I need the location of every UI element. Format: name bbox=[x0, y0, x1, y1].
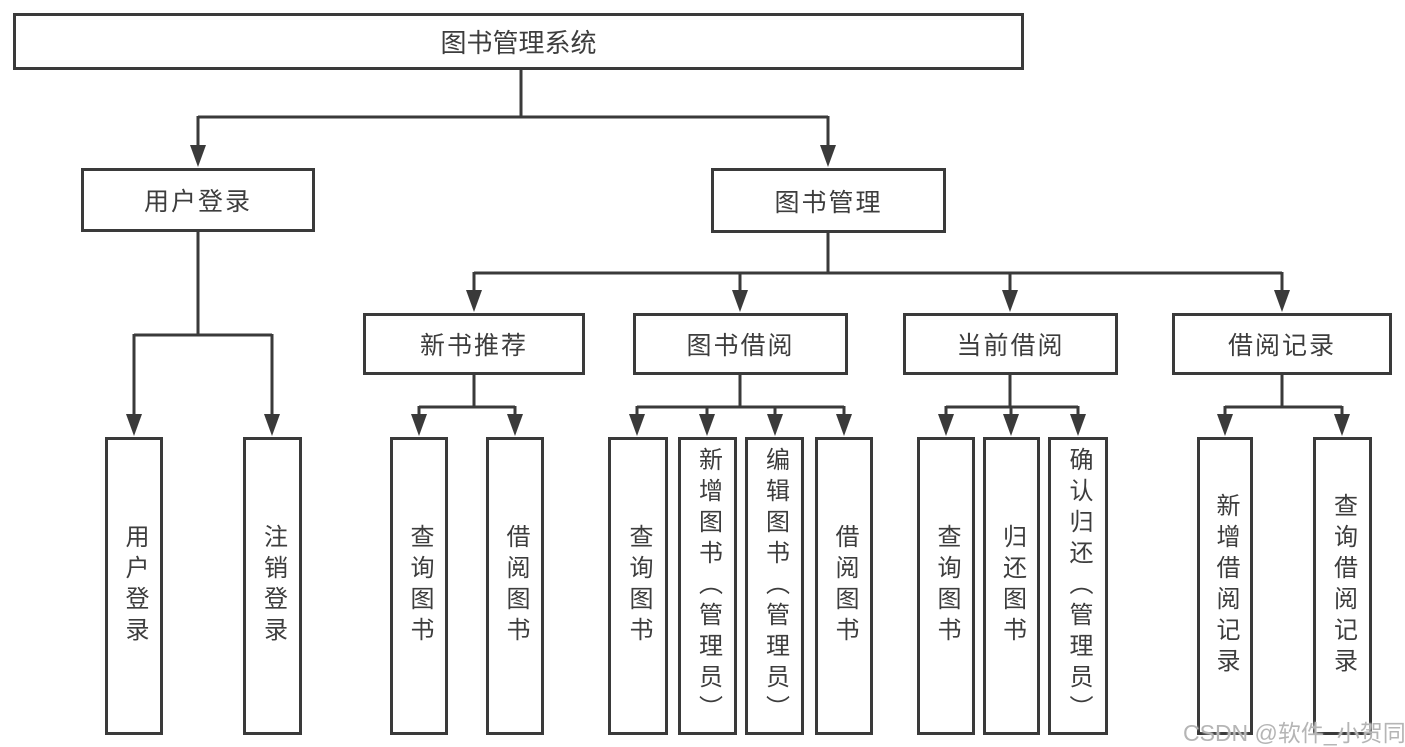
node-root: 图书管理系统 bbox=[13, 13, 1024, 70]
leaf-user-login: 用户登录 bbox=[105, 437, 163, 735]
node-book-management: 图书管理 bbox=[711, 168, 946, 233]
node-current-borrow: 当前借阅 bbox=[903, 313, 1118, 375]
leaf-logout-label: 注销登录 bbox=[259, 524, 287, 648]
node-borrow-records: 借阅记录 bbox=[1172, 313, 1392, 375]
node-book-borrow-label: 图书借阅 bbox=[686, 332, 795, 360]
node-user-login-label: 用户登录 bbox=[143, 188, 252, 216]
node-new-book-recommend-label: 新书推荐 bbox=[419, 332, 528, 360]
leaf-add-borrow-record-label: 新增借阅记录 bbox=[1212, 493, 1239, 679]
leaf-confirm-return-admin: 确认归还（管理员） bbox=[1048, 437, 1108, 735]
node-book-management-label: 图书管理 bbox=[774, 188, 883, 217]
leaf-add-book-admin: 新增图书（管理员） bbox=[678, 437, 737, 735]
node-current-borrow-label: 当前借阅 bbox=[956, 332, 1065, 360]
node-borrow-records-label: 借阅记录 bbox=[1227, 332, 1336, 360]
leaf-user-login-label: 用户登录 bbox=[121, 524, 148, 648]
leaf-query-books-borrow: 查询图书 bbox=[608, 437, 668, 735]
leaf-query-books-recommend-label: 查询图书 bbox=[406, 524, 433, 648]
node-book-borrow: 图书借阅 bbox=[633, 313, 848, 375]
csdn-watermark: CSDN @软件_小贺同学 bbox=[1183, 720, 1405, 746]
leaf-add-borrow-record: 新增借阅记录 bbox=[1197, 437, 1253, 735]
leaf-return-books-label: 归还图书 bbox=[998, 524, 1026, 648]
leaf-query-borrow-record: 查询借阅记录 bbox=[1313, 437, 1372, 735]
leaf-edit-book-admin: 编辑图书（管理员） bbox=[745, 437, 804, 735]
leaf-query-books-recommend: 查询图书 bbox=[390, 437, 448, 735]
leaf-logout: 注销登录 bbox=[243, 437, 302, 735]
node-user-login: 用户登录 bbox=[81, 168, 315, 232]
node-new-book-recommend: 新书推荐 bbox=[363, 313, 585, 375]
leaf-confirm-return-admin-label: 确认归还（管理员） bbox=[1065, 446, 1092, 726]
leaf-borrow-books-2-label: 借阅图书 bbox=[831, 524, 858, 648]
arrowheads bbox=[126, 145, 1350, 436]
node-root-label: 图书管理系统 bbox=[440, 28, 597, 58]
leaf-borrow-books-recommend-label: 借阅图书 bbox=[502, 524, 529, 648]
leaf-borrow-books-recommend: 借阅图书 bbox=[486, 437, 544, 735]
leaf-query-books-borrow-label: 查询图书 bbox=[625, 524, 652, 648]
leaf-borrow-books-2: 借阅图书 bbox=[815, 437, 873, 735]
leaf-edit-book-admin-label: 编辑图书（管理员） bbox=[761, 446, 789, 726]
leaf-return-books: 归还图书 bbox=[983, 437, 1040, 735]
leaf-add-book-admin-label: 新增图书（管理员） bbox=[694, 446, 722, 726]
leaf-query-books-current: 查询图书 bbox=[917, 437, 975, 735]
leaf-query-borrow-record-label: 查询借阅记录 bbox=[1329, 493, 1357, 679]
leaf-query-books-current-label: 查询图书 bbox=[933, 524, 960, 648]
